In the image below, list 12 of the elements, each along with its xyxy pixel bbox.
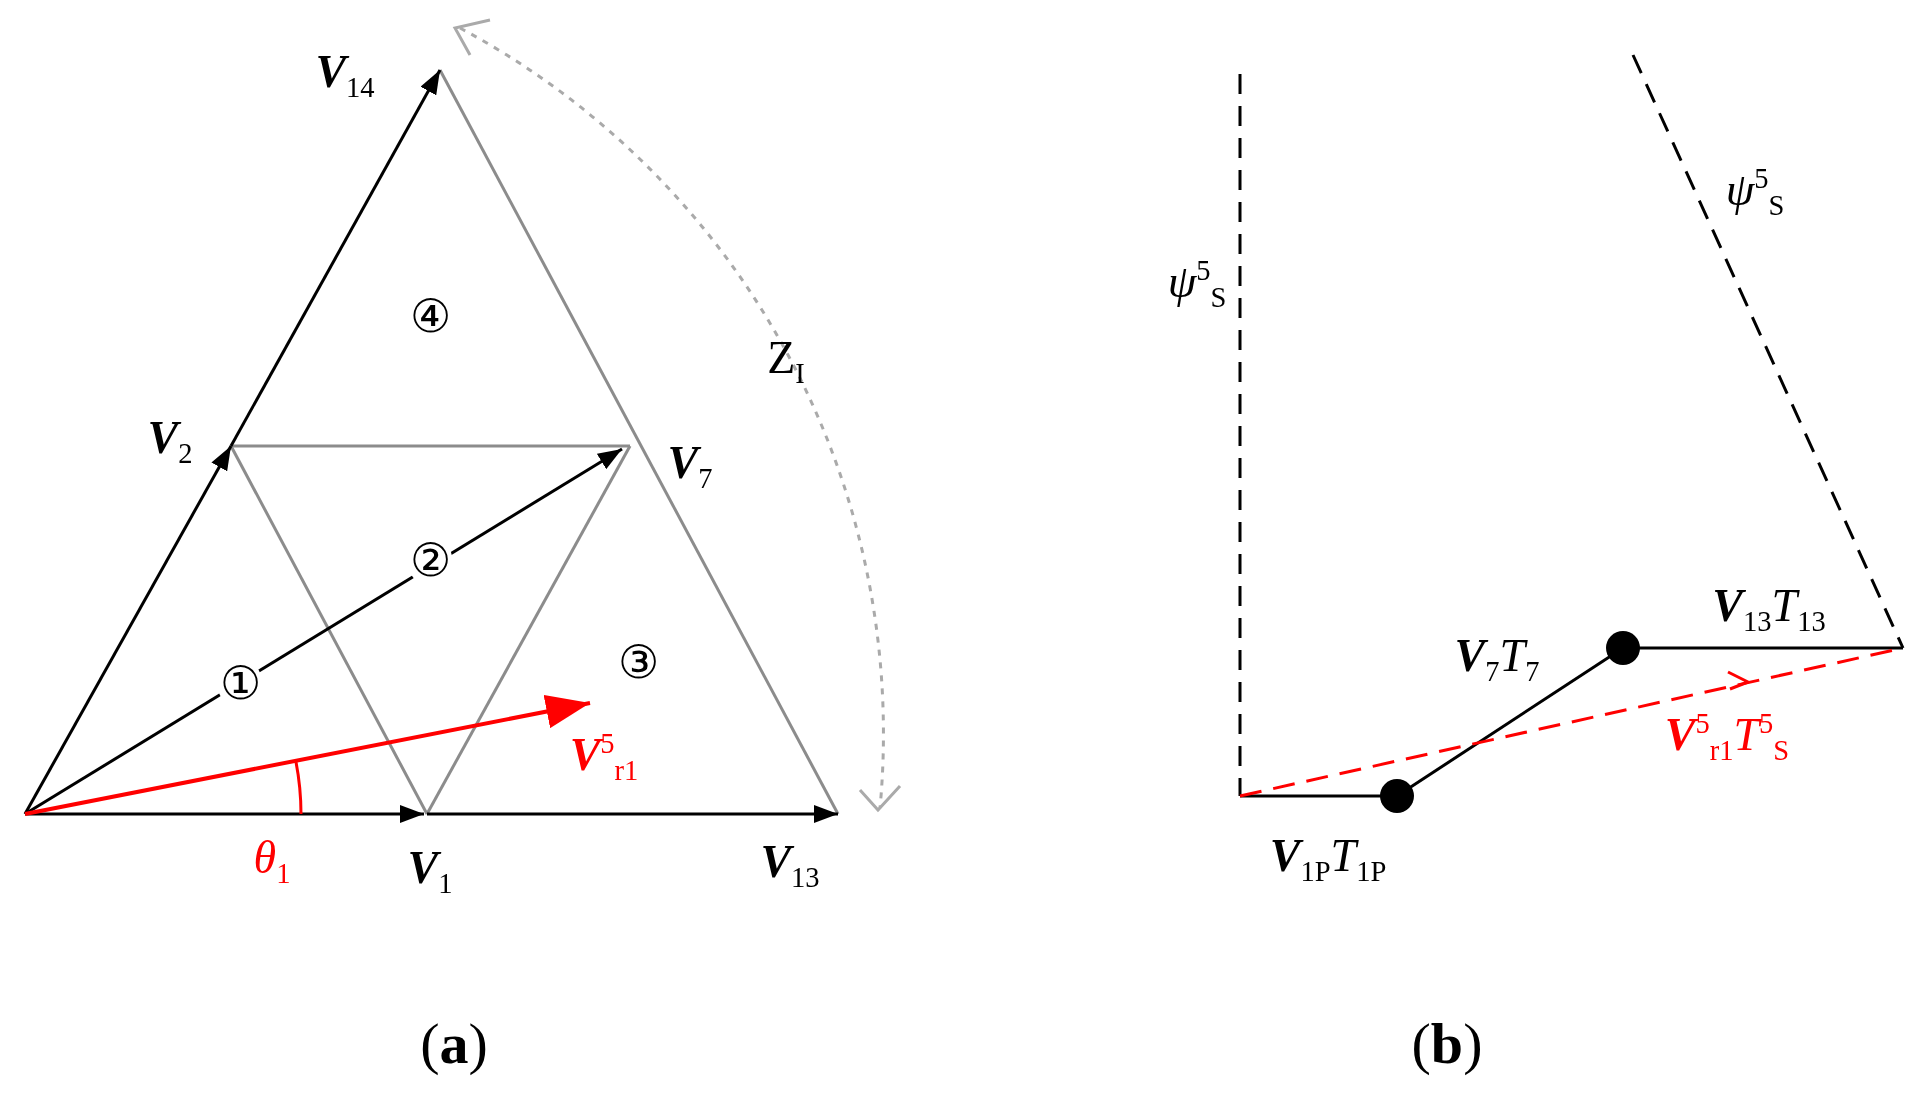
panel-caption: (b)	[1411, 1015, 1483, 1073]
vector-label: V$_{13}$	[760, 839, 820, 893]
vector-label: V$_{2}$	[147, 415, 193, 469]
sector-span-label: Z$_{I}$	[767, 335, 805, 389]
vector-label: V$_{14}$	[315, 49, 375, 103]
panel-caption: (a)	[420, 1015, 488, 1073]
vector-segment-label: V$_{1P}$T$_{1P}$	[1269, 833, 1387, 887]
vector-label: V$_{7}$	[667, 440, 713, 494]
vector-label: V$_{1}$	[407, 845, 453, 899]
vector-segment-label: V$_{13}$T$_{13}$	[1712, 583, 1826, 637]
angle-label: θ$_{1}$	[253, 835, 291, 889]
vector-segment-label: V$_{7}$T$_{7}$	[1454, 633, 1540, 687]
